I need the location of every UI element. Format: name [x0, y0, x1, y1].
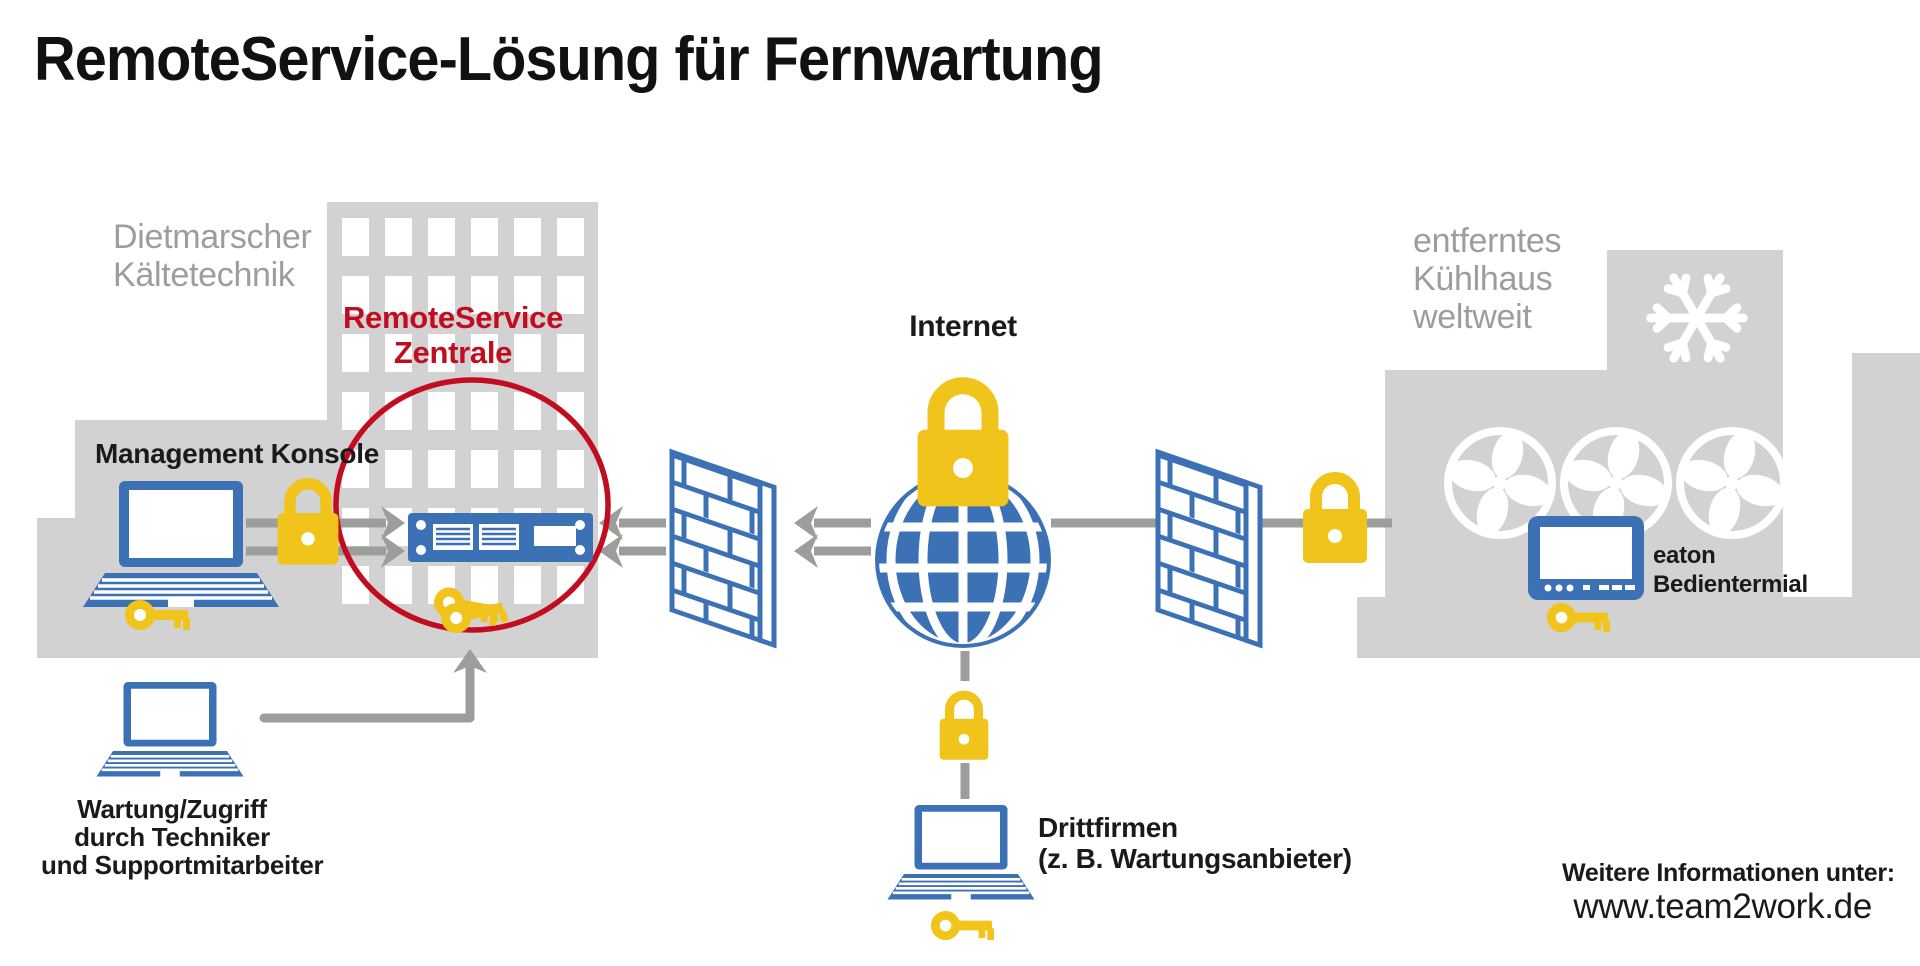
zentrale-line-2: Zentrale — [393, 335, 513, 370]
firewall-right-icon — [1158, 452, 1260, 645]
technician-line-2: durch Techniker — [74, 822, 270, 852]
thirdparty-line-2: (z. B. Wartungsanbieter) — [1038, 843, 1352, 874]
firewall-to-server-arrows — [599, 506, 666, 568]
remote-site-label: entferntes Kühlhaus weltweit — [1413, 222, 1562, 336]
management-console-label: Management Konsole — [95, 438, 379, 469]
company-line-2: Kältetechnik — [113, 256, 295, 294]
zentrale-label: RemoteService Zentrale — [298, 300, 608, 370]
technician-line-1: Wartung/Zugriff — [77, 794, 267, 824]
footer-info-label: Weitere Informationen unter: — [1562, 859, 1895, 887]
footer-info: Weitere Informationen unter: www.team2wo… — [1562, 858, 1895, 926]
firewall-left-icon — [672, 452, 774, 645]
right-building-platform — [1357, 597, 1920, 658]
internet-globe-icon — [875, 472, 1051, 648]
globe-to-firewall-arrows — [794, 506, 871, 568]
company-line-1: Dietmarscher — [113, 218, 312, 256]
thirdparty-padlock-icon — [940, 695, 989, 760]
left-company-label: Dietmarscher Kältetechnik — [113, 218, 312, 294]
thirdparty-key-icon — [930, 910, 995, 941]
site-line-1: entferntes — [1413, 222, 1562, 260]
footer-url: www.team2work.de — [1573, 887, 1872, 926]
site-line-3: weltweit — [1413, 298, 1532, 336]
zentrale-line-1: RemoteService — [342, 300, 564, 335]
internet-padlock-icon — [918, 386, 1009, 507]
thirdparty-laptop-icon — [886, 803, 1036, 901]
terminal-label: eaton Bedientermial — [1653, 541, 1808, 599]
tower-windows — [342, 218, 585, 622]
thirdparty-line-1: Drittfirmen — [1038, 812, 1178, 843]
site-line-2: Kühlhaus — [1413, 260, 1553, 298]
technician-to-server-arrow — [259, 649, 487, 723]
thirdparty-label: Drittfirmen (z. B. Wartungsanbieter) — [1038, 812, 1352, 874]
technician-line-3: und Supportmitarbeiter — [41, 850, 324, 880]
page-title: RemoteService-Lösung für Fernwartung — [34, 25, 1104, 94]
terminal-line-1: eaton — [1653, 542, 1716, 569]
technician-laptop-icon — [95, 680, 245, 778]
technician-label: Wartung/Zugriff durch Techniker und Supp… — [41, 794, 324, 880]
left-building-tower — [327, 202, 598, 658]
left-building-annex — [37, 518, 75, 658]
internet-label: Internet — [909, 310, 1017, 343]
site-padlock-icon — [1303, 478, 1367, 563]
terminal-line-2: Bedientermial — [1653, 571, 1808, 598]
